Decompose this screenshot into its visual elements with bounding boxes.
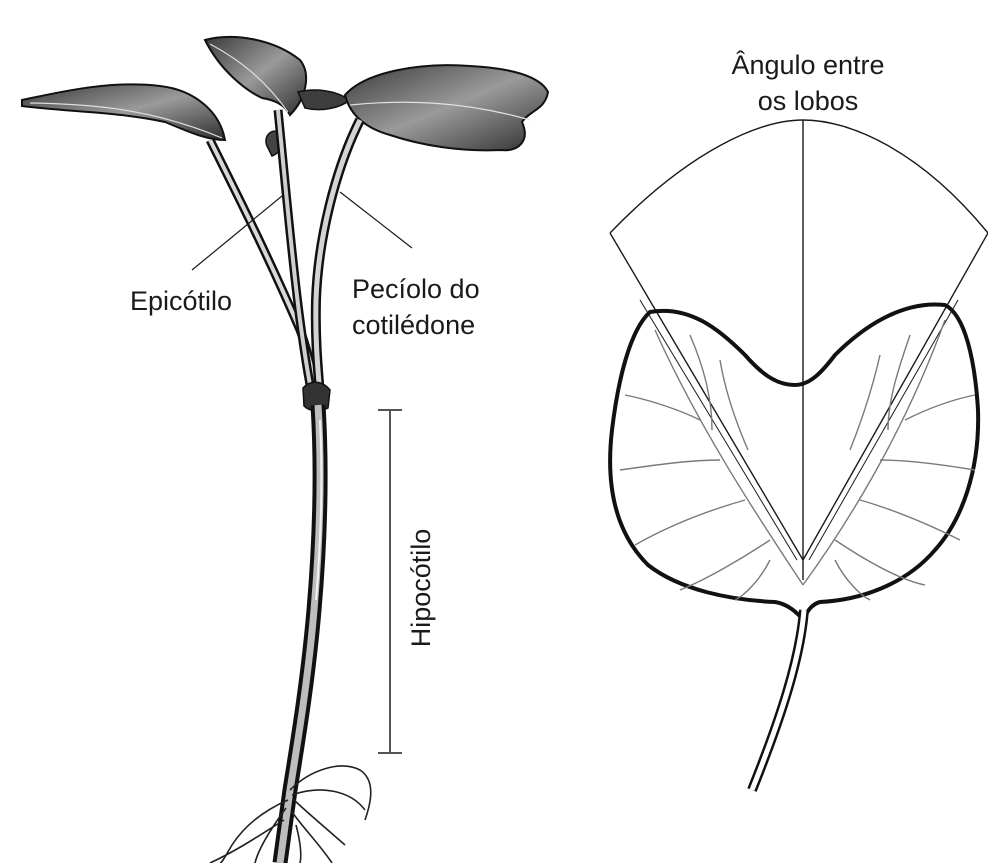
right-petiole [316, 120, 360, 395]
hypocotyl-bracket [378, 410, 402, 753]
petiole-label-line1: Pecíolo do [352, 274, 480, 304]
right-cotyledon-leaf [345, 65, 548, 150]
left-cotyledon-leaf [22, 84, 225, 140]
petiole-leader-line [340, 192, 412, 248]
epicotyl-label: Epicótilo [130, 286, 232, 316]
petiole-label-line2: cotilédone [352, 310, 475, 340]
leaf-veins [620, 320, 975, 600]
angle-arc [610, 120, 988, 233]
seedling-illustration [22, 37, 548, 863]
leaf-petiole [752, 610, 804, 790]
hypocotyl-label: Hipocótilo [406, 529, 436, 648]
leaf-angle-diagram [610, 120, 988, 790]
angle-ray-left [610, 233, 803, 560]
angle-label-line2: os lobos [758, 86, 859, 116]
angle-label-line1: Ângulo entre [731, 49, 884, 80]
